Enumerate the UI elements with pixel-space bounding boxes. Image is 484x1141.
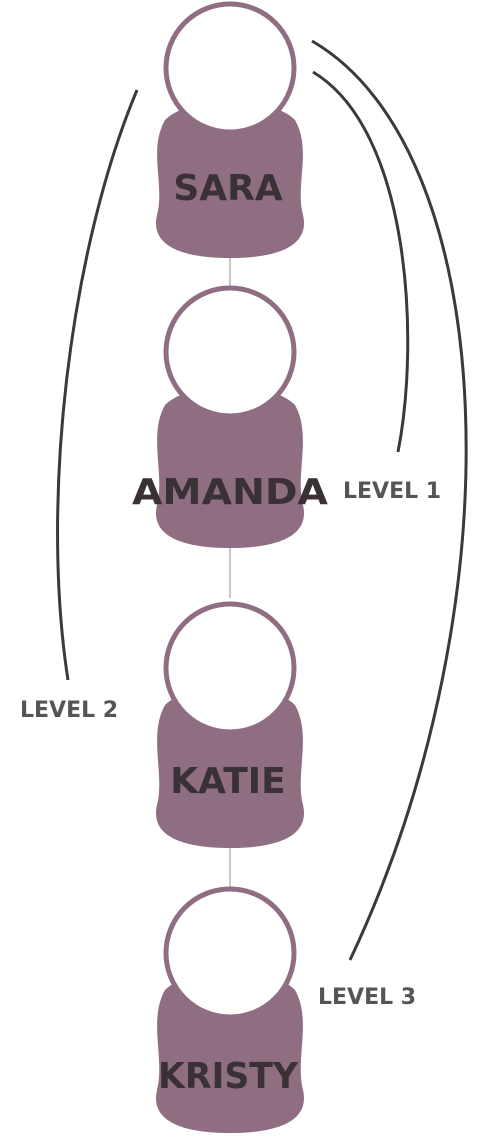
person-head	[163, 886, 297, 1020]
level-2-arc	[56, 89, 139, 681]
person-head	[163, 601, 297, 735]
person-figure-amanda: AMANDA	[132, 285, 328, 548]
person-figure-katie: KATIE	[155, 601, 305, 848]
person-name-sara: SARA	[173, 168, 283, 209]
person-body	[155, 386, 305, 548]
person-figure-sara: SARA	[155, 1, 305, 258]
person-name-amanda: AMANDA	[132, 472, 328, 513]
level-arcs	[56, 39, 468, 961]
level-3-arc	[311, 39, 468, 961]
person-body	[155, 686, 305, 848]
person-head	[163, 285, 297, 419]
level-2-label: LEVEL 2	[20, 698, 118, 723]
person-body	[155, 971, 305, 1133]
level-1-label: LEVEL 1	[343, 479, 441, 504]
level-1-arc	[312, 70, 410, 453]
person-figure-kristy: KRISTY	[155, 886, 305, 1133]
person-name-kristy: KRISTY	[158, 1056, 299, 1097]
level-3-label: LEVEL 3	[318, 985, 416, 1010]
person-head	[163, 1, 297, 135]
person-body	[155, 101, 305, 258]
person-name-katie: KATIE	[170, 761, 286, 802]
